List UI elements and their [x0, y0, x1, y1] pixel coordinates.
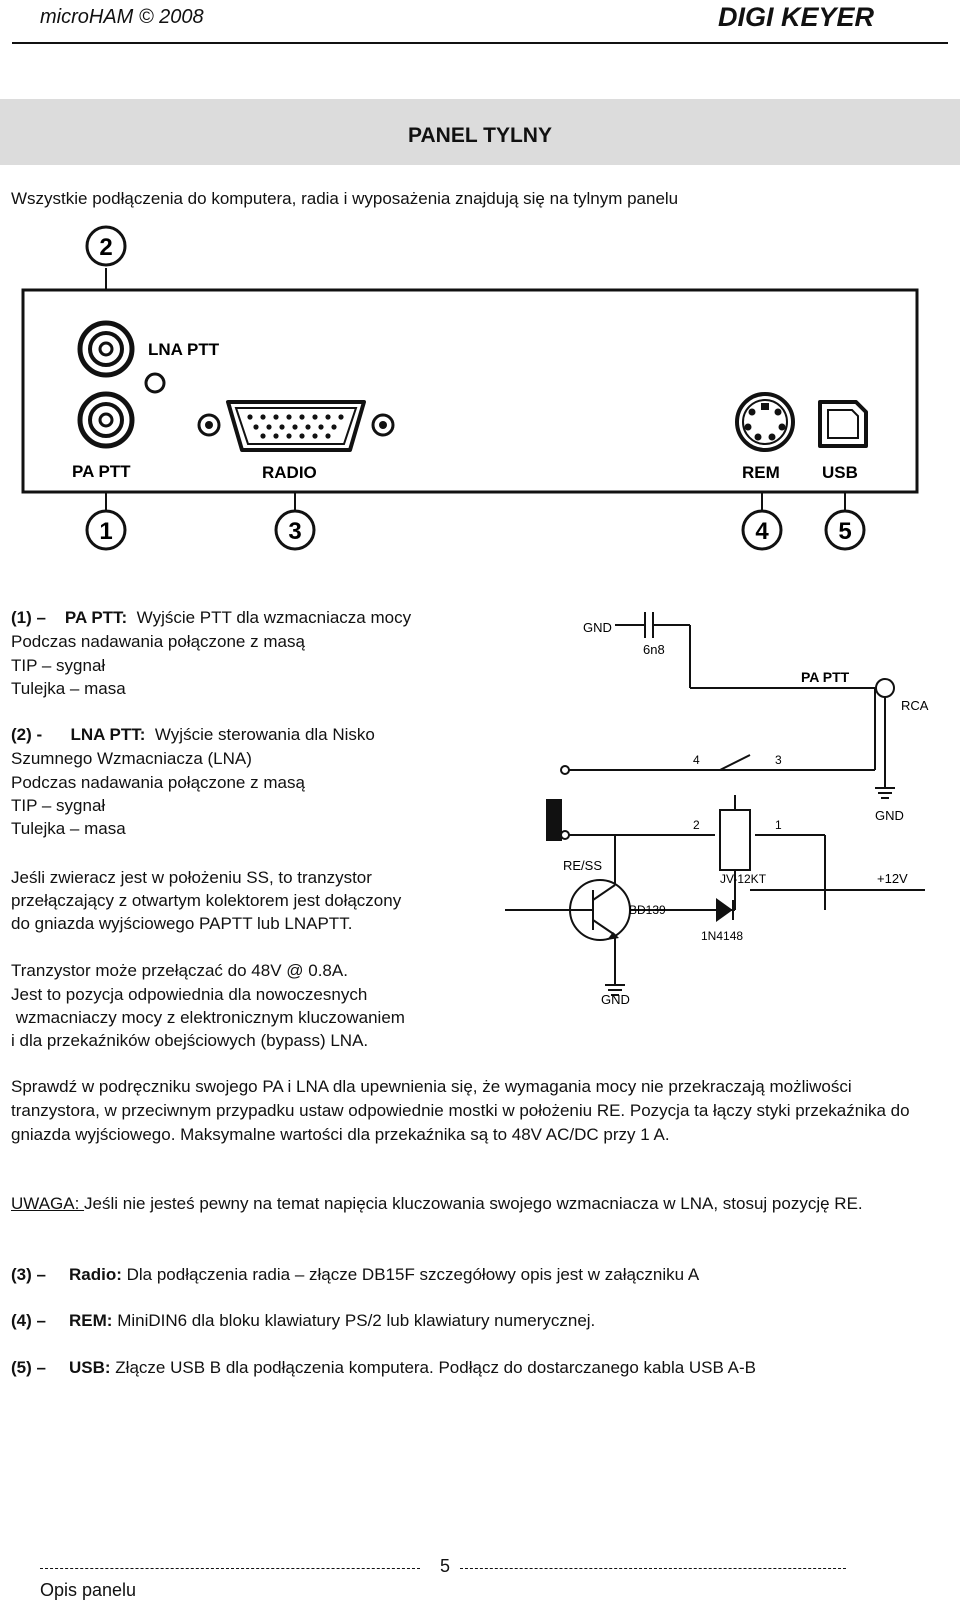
schematic-gnd-bottom-label: GND [601, 992, 630, 1007]
led-indicator [144, 372, 166, 394]
item-2-heading: (2) - LNA PTT: Wyjście sterowania dla Ni… [11, 723, 375, 747]
header-divider [12, 42, 948, 44]
check-paragraph: Sprawdź w podręczniku swojego PA i LNA d… [11, 1077, 910, 1144]
schematic-pin-3: 3 [775, 753, 782, 767]
callout-2 [85, 225, 127, 267]
switch-note-line: Jeśli zwieracz jest w położeniu SS, to t… [11, 868, 372, 887]
lna-ptt-rca-connector [77, 320, 135, 378]
item-1-line: Podczas nadawania połączone z masą [11, 632, 305, 651]
callout-3-number: 3 [288, 518, 301, 545]
item-4-number: (4) – [11, 1311, 46, 1330]
schematic-pin-4: 4 [693, 753, 700, 767]
transistor-note-line: Tranzystor może przełączać do 48V @ 0.8A… [11, 961, 348, 980]
schematic-pin-2: 2 [693, 818, 700, 832]
item-3: (3) – Radio: Dla podłączenia radia – złąc… [11, 1263, 699, 1287]
item-5-description: Złącze USB B dla podłączenia komputera. … [115, 1358, 756, 1377]
item-1-line: Tulejka – masa [11, 679, 126, 698]
callout-3 [274, 509, 316, 551]
item-2-line: Podczas nadawania połączone z masą [11, 773, 305, 792]
item-2-line: TIP – sygnał [11, 796, 106, 815]
callout-1-number: 1 [99, 518, 112, 545]
callout-4 [741, 509, 783, 551]
ptt-output-schematic: GND 6n8 PA PTT RCA 4 3 2 1 GND RE/SS JV-… [505, 612, 929, 1007]
section-title: PANEL TYLNY [408, 124, 552, 147]
callout-2-number: 2 [99, 234, 112, 261]
transistor-note-line: wzmacniaczy mocy z elektronicznym kluczo… [11, 1008, 405, 1027]
schematic-pa-ptt-label: PA PTT [801, 669, 850, 685]
panel-outline [21, 288, 919, 494]
callout-5 [824, 509, 866, 551]
schematic-pin-1: 1 [775, 818, 782, 832]
schematic-12v-label: +12V [877, 871, 908, 886]
schematic-relay-label: JV-12KT [720, 872, 767, 886]
item-1-heading: (1) – PA PTT: Wyjście PTT dla wzmacniacz… [11, 606, 411, 630]
item-2-number: (2) - [11, 725, 43, 744]
radio-label: RADIO [262, 463, 317, 482]
footer-rule-left [40, 1568, 420, 1569]
schematic-rca-label: RCA [901, 698, 929, 713]
callout-1 [85, 509, 127, 551]
pa-ptt-rca-connector [77, 391, 135, 449]
warning-text: Jeśli nie jesteś pewny na temat napięcia… [84, 1194, 863, 1213]
item-1-line: TIP – sygnał [11, 656, 106, 675]
schematic-gnd-right-label: GND [875, 808, 904, 823]
usb-b-connector [818, 400, 868, 448]
item-5: (5) – USB: Złącze USB B dla podłączenia k… [11, 1356, 756, 1380]
schematic-gnd-label: GND [583, 620, 612, 635]
item-3-number: (3) – [11, 1265, 46, 1284]
item-1-number: (1) – [11, 608, 46, 627]
item-2-description: Wyjście sterowania dla Nisko [154, 725, 375, 744]
item-5-number: (5) – [11, 1358, 46, 1377]
callout-4-number: 4 [755, 518, 769, 545]
schematic-capacitor-label: 6n8 [643, 642, 665, 657]
footer-label: Opis panelu [40, 1580, 137, 1600]
schematic-re-ss-label: RE/SS [563, 858, 602, 873]
item-3-description: Dla podłączenia radia – złącze DB15F szc… [126, 1265, 700, 1284]
item-4-description: MiniDIN6 dla bloku klawiatury PS/2 lub k… [117, 1311, 596, 1330]
switch-note-line: przełączający z otwartym kolektorem jest… [11, 891, 402, 910]
intro-text: Wszystkie podłączenia do komputera, radi… [11, 189, 679, 208]
item-2-name: LNA PTT: [70, 725, 146, 744]
switch-note-line: do gniazda wyjściowego PAPTT lub LNAPTT. [11, 914, 353, 933]
header-product-title: DIGI KEYER [717, 2, 874, 32]
item-2-line: Szumnego Wzmacniacza (LNA) [11, 749, 252, 768]
transistor-note-line: i dla przekaźników obejściowych (bypass)… [11, 1031, 369, 1050]
item-3-name: Radio: [69, 1265, 122, 1284]
callout-5-number: 5 [838, 518, 851, 545]
item-1-description: Wyjście PTT dla wzmacniacza mocy [136, 608, 412, 627]
db15-radio-connector [197, 400, 395, 452]
footer-rule-right [460, 1568, 846, 1569]
rear-panel-diagram: 2 LNA PTT PA PTT RADIO [21, 225, 919, 551]
item-5-name: USB: [69, 1358, 111, 1377]
item-4-name: REM: [69, 1311, 113, 1330]
header-copyright: microHAM © 2008 [40, 6, 204, 28]
page-number: 5 [440, 1556, 451, 1576]
schematic-transistor-label: BD139 [629, 903, 666, 917]
schematic-diode-label: 1N4148 [701, 929, 743, 943]
usb-label: USB [822, 463, 858, 482]
transistor-note-line: Jest to pozycja odpowiednia dla nowoczes… [11, 985, 368, 1004]
rem-minidin-connector [735, 392, 795, 452]
rem-label: REM [742, 463, 780, 482]
section-band [0, 99, 960, 165]
item-2-line: Tulejka – masa [11, 819, 126, 838]
item-4: (4) – REM: MiniDIN6 dla bloku klawiatury … [11, 1309, 595, 1333]
warning-label: UWAGA: [11, 1194, 85, 1213]
pa-ptt-label: PA PTT [72, 462, 131, 481]
lna-ptt-label: LNA PTT [148, 340, 220, 359]
warning-paragraph: UWAGA: Jeśli nie jesteś pewny na temat n… [11, 1192, 941, 1216]
item-1-name: PA PTT: [64, 608, 128, 627]
